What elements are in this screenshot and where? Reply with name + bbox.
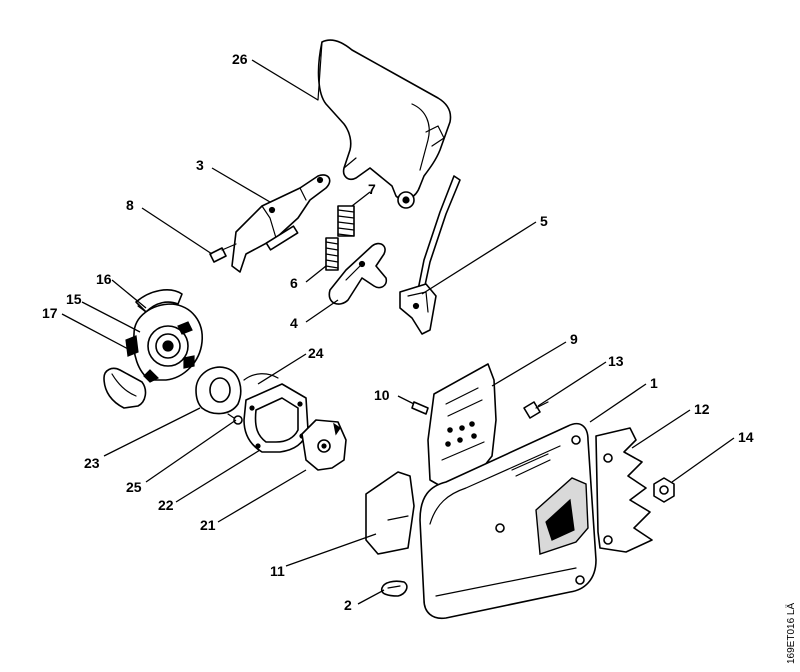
callout-1: 1 — [650, 375, 658, 391]
callout-13: 13 — [608, 353, 624, 369]
part-13-screw — [523, 401, 549, 419]
part-11-plate — [365, 471, 415, 555]
callout-11: 11 — [270, 563, 285, 579]
part-8-screw — [209, 243, 237, 263]
part-22-plate — [243, 383, 309, 453]
part-21-cam — [301, 419, 347, 471]
callout-25: 25 — [126, 479, 142, 495]
callout-2: 2 — [344, 597, 352, 613]
callout-21: 21 — [200, 517, 216, 533]
callout-3: 3 — [196, 157, 204, 173]
callout-6: 6 — [290, 275, 298, 291]
callout-23: 23 — [84, 455, 100, 471]
part-4-pawl — [328, 242, 388, 305]
part-14-nut — [653, 477, 675, 503]
part-3-bracket — [231, 174, 331, 273]
callout-9: 9 — [570, 331, 578, 347]
part-26-hand-guard — [317, 39, 452, 209]
part-6-spring — [325, 237, 339, 271]
callout-17: 17 — [42, 305, 58, 321]
part-16-clutch-shoe — [135, 289, 183, 313]
callout-16: 16 — [96, 271, 112, 287]
callout-24: 24 — [308, 345, 324, 361]
callout-12: 12 — [694, 401, 710, 417]
part-23-washer — [195, 366, 242, 415]
part-1-sprocket-cover — [419, 422, 597, 620]
callout-8: 8 — [126, 197, 134, 213]
callout-4: 4 — [290, 315, 298, 331]
part-9-guide-plate — [427, 363, 497, 489]
leader-lines — [61, 59, 735, 605]
callout-10: 10 — [374, 387, 390, 403]
callout-labels: 26 3 7 8 5 6 16 4 15 17 24 9 13 1 10 12 … — [42, 51, 754, 613]
reference-code: 169ET016 LÄ — [785, 603, 797, 664]
part-clutch-shoe-lower — [103, 367, 147, 409]
part-5-brake-rod — [399, 175, 461, 335]
part-25-screw — [227, 413, 243, 425]
callout-26: 26 — [232, 51, 248, 67]
callout-14: 14 — [738, 429, 754, 445]
part-10-pin — [411, 401, 429, 415]
part-24-ring — [243, 373, 279, 381]
callout-22: 22 — [158, 497, 174, 513]
callout-5: 5 — [540, 213, 548, 229]
part-2-link — [380, 580, 408, 597]
part-15-clutch-assembly — [125, 303, 203, 383]
callout-15: 15 — [66, 291, 82, 307]
callout-7: 7 — [368, 181, 376, 197]
part-7-spring — [337, 205, 355, 237]
part-12-spike-bumper — [595, 427, 653, 553]
